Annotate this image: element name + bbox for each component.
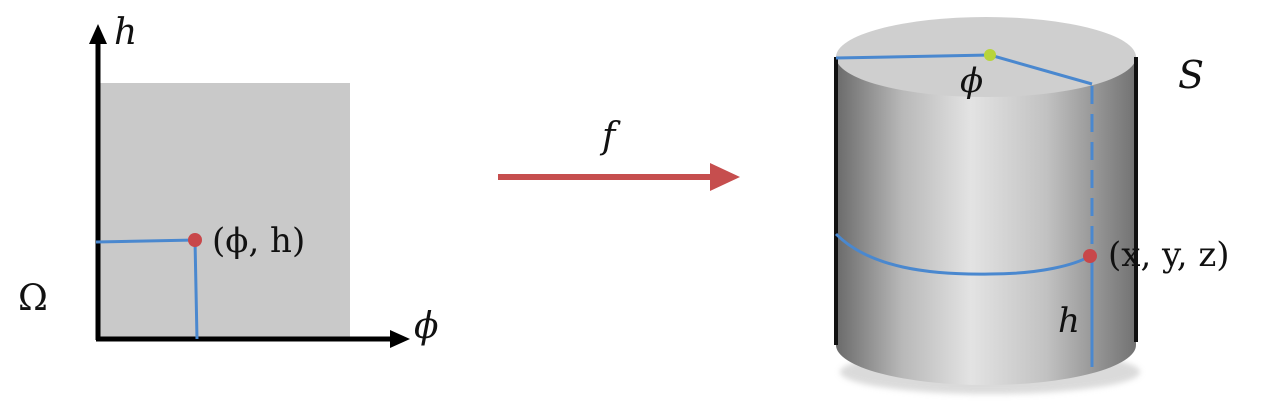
center-point [984,49,996,61]
domain-region [99,83,350,338]
surface-label: S [1178,53,1204,97]
map-label: f [599,116,621,157]
height-circle-arc [834,232,1091,276]
phi-top-label: ϕ [960,61,983,101]
h-side-label: h [1058,301,1080,341]
param-point-label: (ϕ, h) [212,221,305,261]
cylinder-surface: S ϕ h (x, y, z) [834,17,1230,394]
mapping-arrow: f [498,116,740,191]
mapping-arrow-head [710,163,740,191]
parameter-domain: h ϕ Ω (ϕ, h) [18,12,439,348]
surface-point-label: (x, y, z) [1108,235,1230,275]
vertical-axis-arrowhead [89,24,107,44]
omega-label: Ω [18,278,48,319]
h-axis-label: h [114,12,137,53]
horizontal-axis-arrowhead [390,330,410,348]
cylinder-body [836,57,1136,385]
phi-axis-label: ϕ [414,306,439,347]
param-point [188,233,202,247]
surface-point [1083,249,1097,263]
